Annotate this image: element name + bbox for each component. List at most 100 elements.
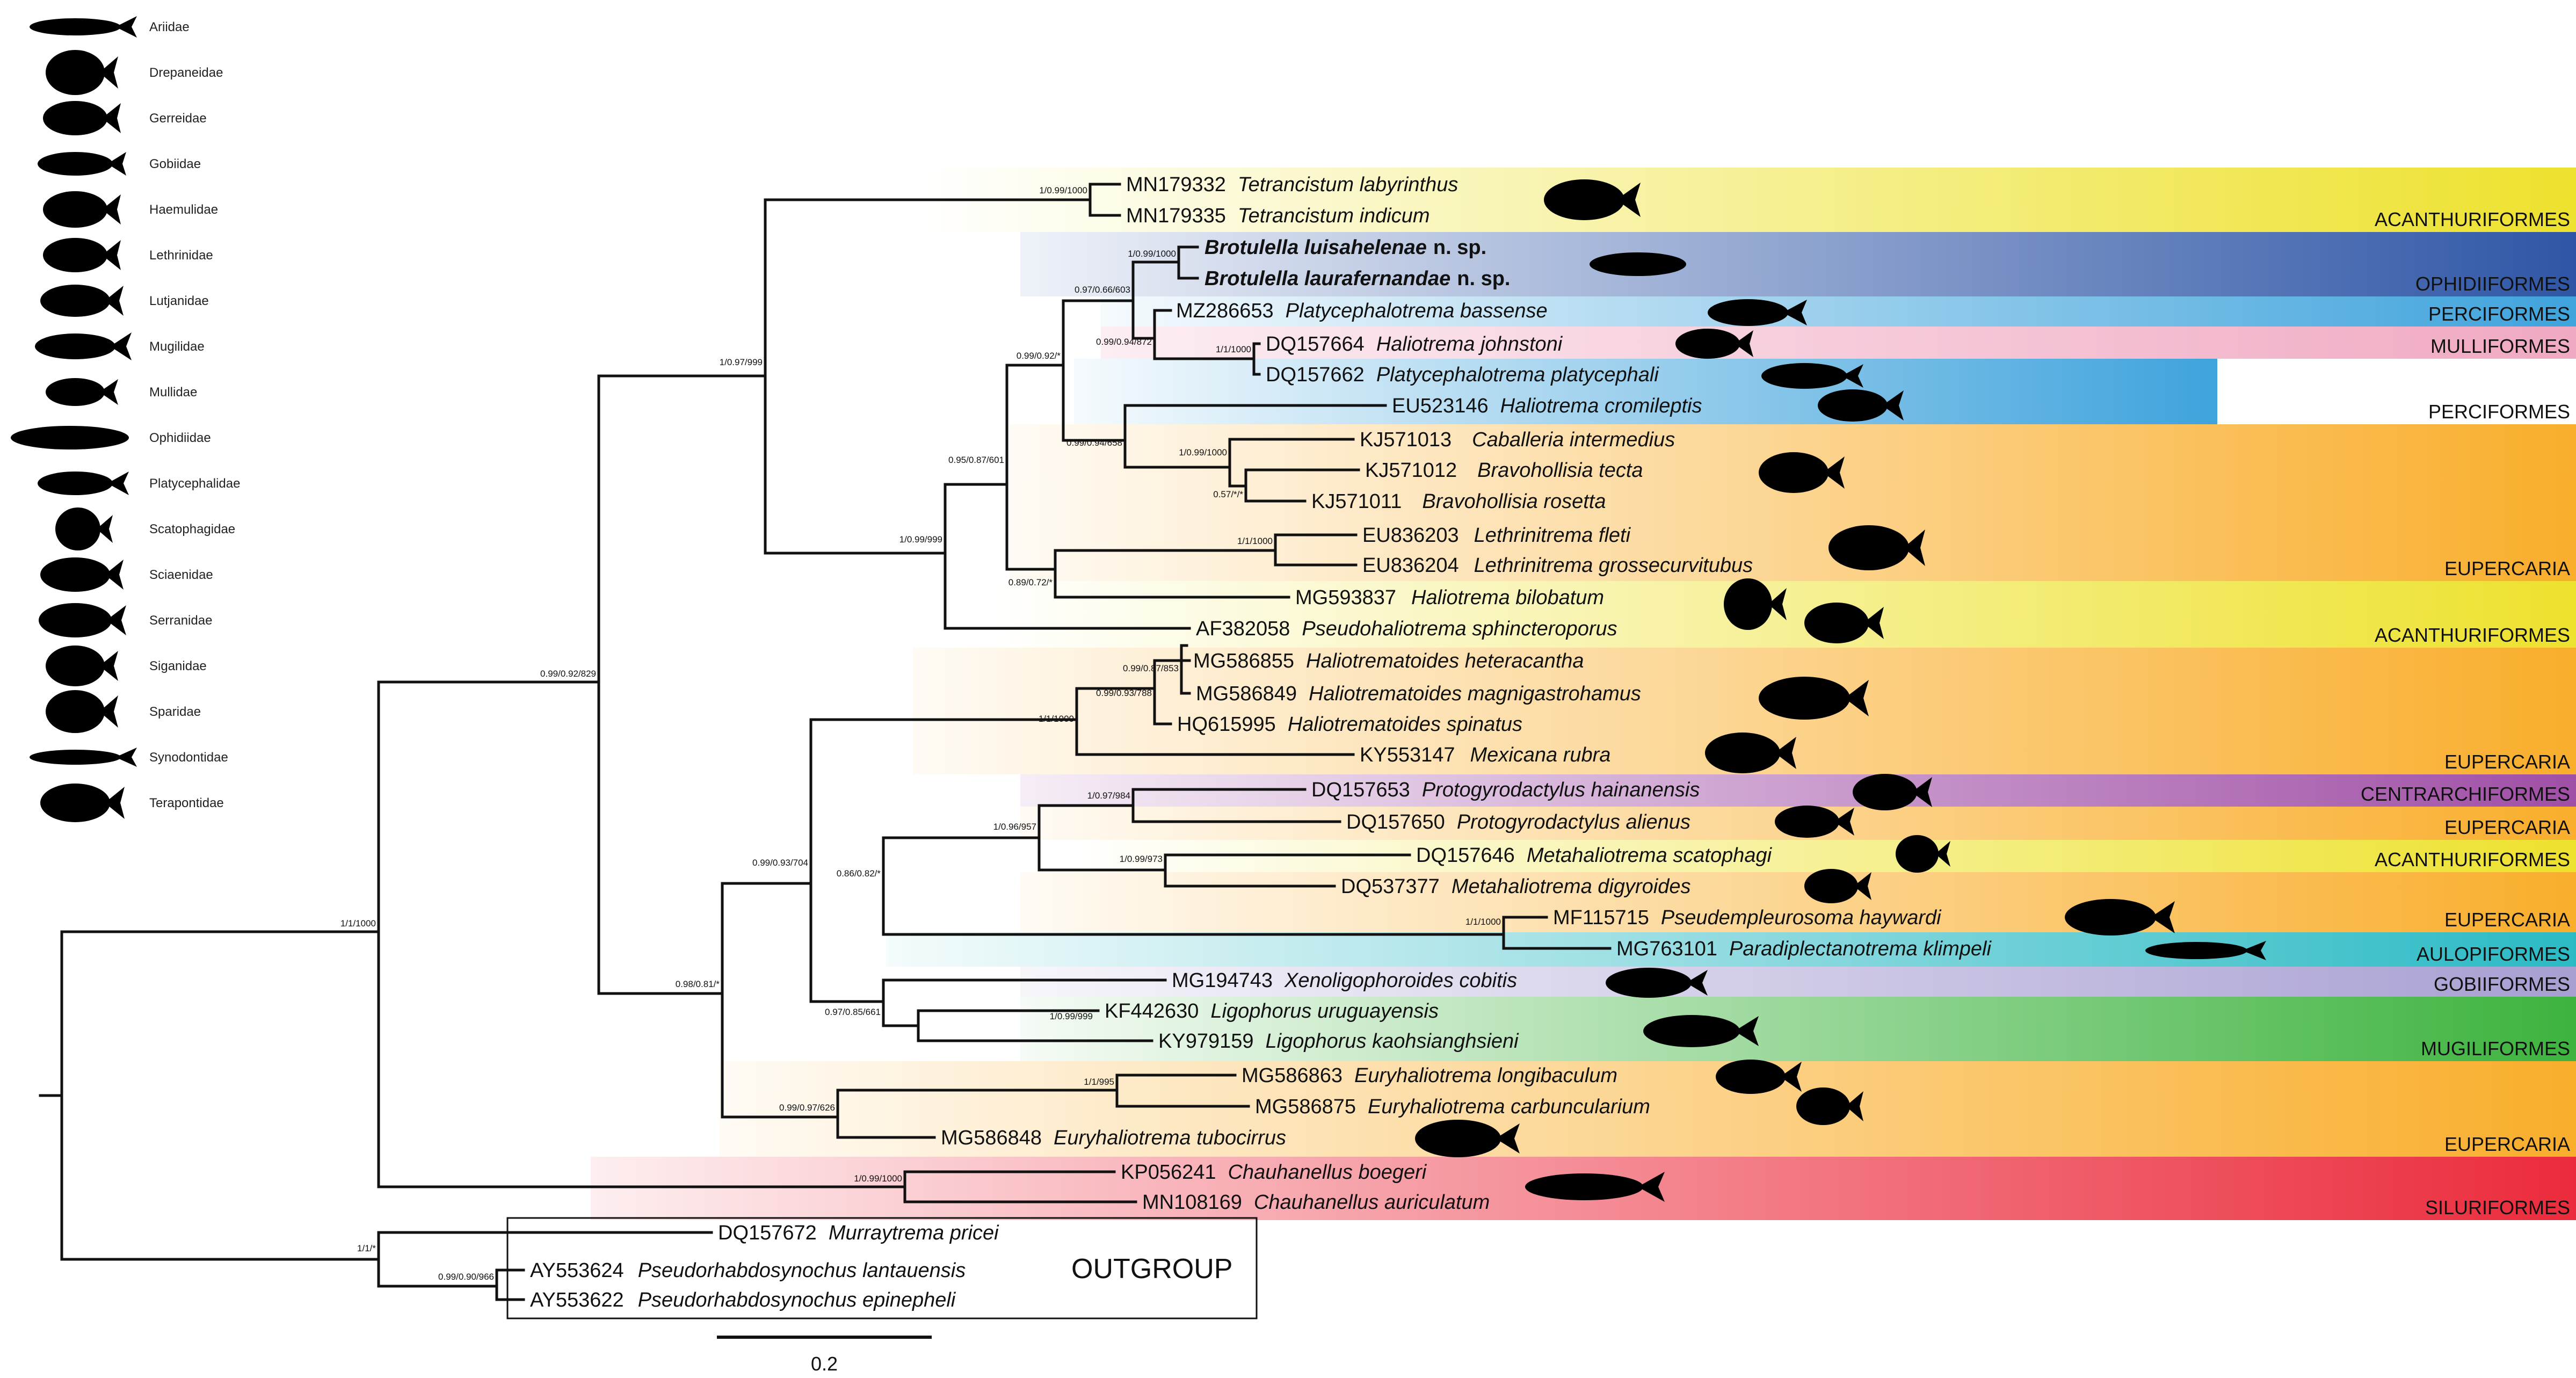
legend-family-label: Mugilidae	[149, 339, 205, 354]
taxon-accession: MG586863	[1242, 1064, 1343, 1087]
taxon-name: Haliotrema cromileptis	[1500, 395, 1702, 417]
order-label: AULOPIFORMES	[2417, 943, 2570, 965]
legend-family-label: Synodontidae	[149, 750, 228, 765]
taxon-name: Murraytrema pricei	[829, 1222, 999, 1244]
fish-silhouette-icon	[1804, 869, 1871, 903]
fish-silhouette-icon	[2145, 941, 2266, 960]
taxon-suffix: n. sp.	[1433, 236, 1486, 259]
band-perciformes-2	[1074, 359, 2217, 424]
support-value: 0.99/0.93/788	[1096, 688, 1152, 698]
taxon-name: Bravohollisia rosetta	[1422, 490, 1606, 513]
fish-silhouette-icon	[1853, 774, 1932, 810]
legend-family-label: Mullidae	[149, 385, 197, 400]
legend-family-label: Drepaneidae	[149, 66, 223, 80]
support-value: 1/1/1000	[340, 918, 376, 929]
taxon-accession: KP056241	[1121, 1161, 1216, 1184]
taxon-accession: DQ157646	[1416, 844, 1515, 867]
fish-silhouette-icon	[1606, 968, 1708, 998]
taxon-name: Tetrancistum indicum	[1238, 205, 1430, 227]
order-label: PERCIFORMES	[2428, 303, 2570, 325]
tree-branches	[39, 183, 1612, 1301]
taxon-accession: KF442630	[1105, 1000, 1199, 1022]
fish-silhouette-icon	[1818, 389, 1904, 422]
taxon-name: Pseudorhabdosynochus lantauensis	[638, 1259, 966, 1282]
legend-family-label: Ariidae	[149, 20, 190, 34]
sparidae-fish-icon	[46, 690, 118, 733]
support-value: 0.99/0.87/853	[1123, 663, 1179, 673]
fish-silhouette-icon	[2065, 899, 2175, 935]
legend-family-label: Ophidiidae	[149, 431, 211, 445]
taxon-name: Lethrinitrema fleti	[1474, 524, 1631, 547]
taxon-accession: HQ615995	[1177, 713, 1276, 736]
legend-family-label: Lethrinidae	[149, 248, 213, 263]
taxon-name: Pseudorhabdosynochus epinepheli	[638, 1289, 956, 1311]
fish-silhouette-icon	[1415, 1120, 1520, 1157]
taxon-accession: MG194743	[1172, 969, 1273, 992]
taxon-accession: MG586855	[1193, 650, 1294, 672]
support-value: 1/1/1000	[1237, 536, 1273, 546]
taxon-accession: MF115715	[1553, 906, 1649, 929]
order-label: GOBIIFORMES	[2434, 973, 2570, 995]
support-value: 1/0.99/973	[1120, 854, 1163, 864]
support-value: 1/1/1000	[1039, 714, 1074, 724]
band-mugiliformes	[1020, 997, 2576, 1061]
taxon-name: Ligophorus kaohsianghsieni	[1266, 1030, 1520, 1053]
taxon-accession: KJ571011	[1311, 490, 1402, 513]
support-value: 0.99/0.94/658	[1066, 438, 1122, 448]
taxon-accession: DQ157664	[1266, 333, 1365, 356]
taxon-accession: MN179335	[1126, 205, 1226, 227]
band-acanthuriformes-1	[924, 168, 2576, 232]
taxon-label: DQ157662 Platycephalotrema platycephali	[1266, 364, 1659, 386]
sciaenidae-fish-icon	[40, 557, 124, 592]
band-mulliformes	[1101, 327, 2576, 359]
taxon-label: MN179335 Tetrancistum indicum	[1126, 205, 1430, 227]
mugilidae-fish-icon	[35, 332, 132, 360]
taxon-name: Paradiplectanotrema klimpeli	[1729, 938, 1992, 960]
fish-silhouette-icon	[1759, 452, 1845, 493]
serranidae-fish-icon	[39, 603, 126, 637]
legend-family-label: Lutjanidae	[149, 294, 209, 308]
taxon-label: MG586855 Haliotrematoides heteracantha	[1193, 650, 1584, 672]
support-value: 0.97/0.66/603	[1075, 285, 1130, 295]
support-value: 0.95/0.87/601	[948, 455, 1004, 465]
legend-family-label: Sciaenidae	[149, 568, 213, 582]
outgroup-label: OUTGROUP	[1071, 1253, 1232, 1285]
gobiidae-fish-icon	[38, 152, 126, 176]
support-value: 0.99/0.92/*	[1017, 351, 1061, 361]
taxon-name: Metahaliotrema scatophagi	[1527, 844, 1773, 867]
order-label: EUPERCARIA	[2444, 909, 2570, 931]
support-value: 1/0.99/999	[899, 534, 942, 545]
support-value: 0.97/0.85/661	[825, 1007, 881, 1017]
taxon-accession: DQ157653	[1311, 779, 1410, 801]
taxon-accession: MG586875	[1255, 1096, 1356, 1118]
support-value: 1/1/995	[1084, 1077, 1114, 1087]
taxon-name: Haliotrematoides heteracantha	[1306, 650, 1584, 672]
taxon-accession: DQ157662	[1266, 364, 1365, 386]
taxon-accession: MN179332	[1126, 173, 1226, 196]
band-eupercaria-5	[720, 1061, 2576, 1157]
support-value: 1/0.97/984	[1087, 790, 1130, 801]
support-value: 0.99/0.93/704	[752, 858, 808, 868]
fish-silhouette-icon	[1724, 578, 1787, 630]
fish-silhouette-icon	[1544, 179, 1641, 220]
terapontidae-fish-icon	[40, 784, 125, 822]
taxon-name: Haliotrema bilobatum	[1411, 586, 1604, 609]
taxon-name: Platycephalotrema platycephali	[1376, 364, 1660, 386]
order-label: MULLIFORMES	[2430, 335, 2570, 357]
support-value: 1/0.99/1000	[1039, 185, 1087, 195]
taxon-accession: DQ157650	[1346, 811, 1445, 833]
